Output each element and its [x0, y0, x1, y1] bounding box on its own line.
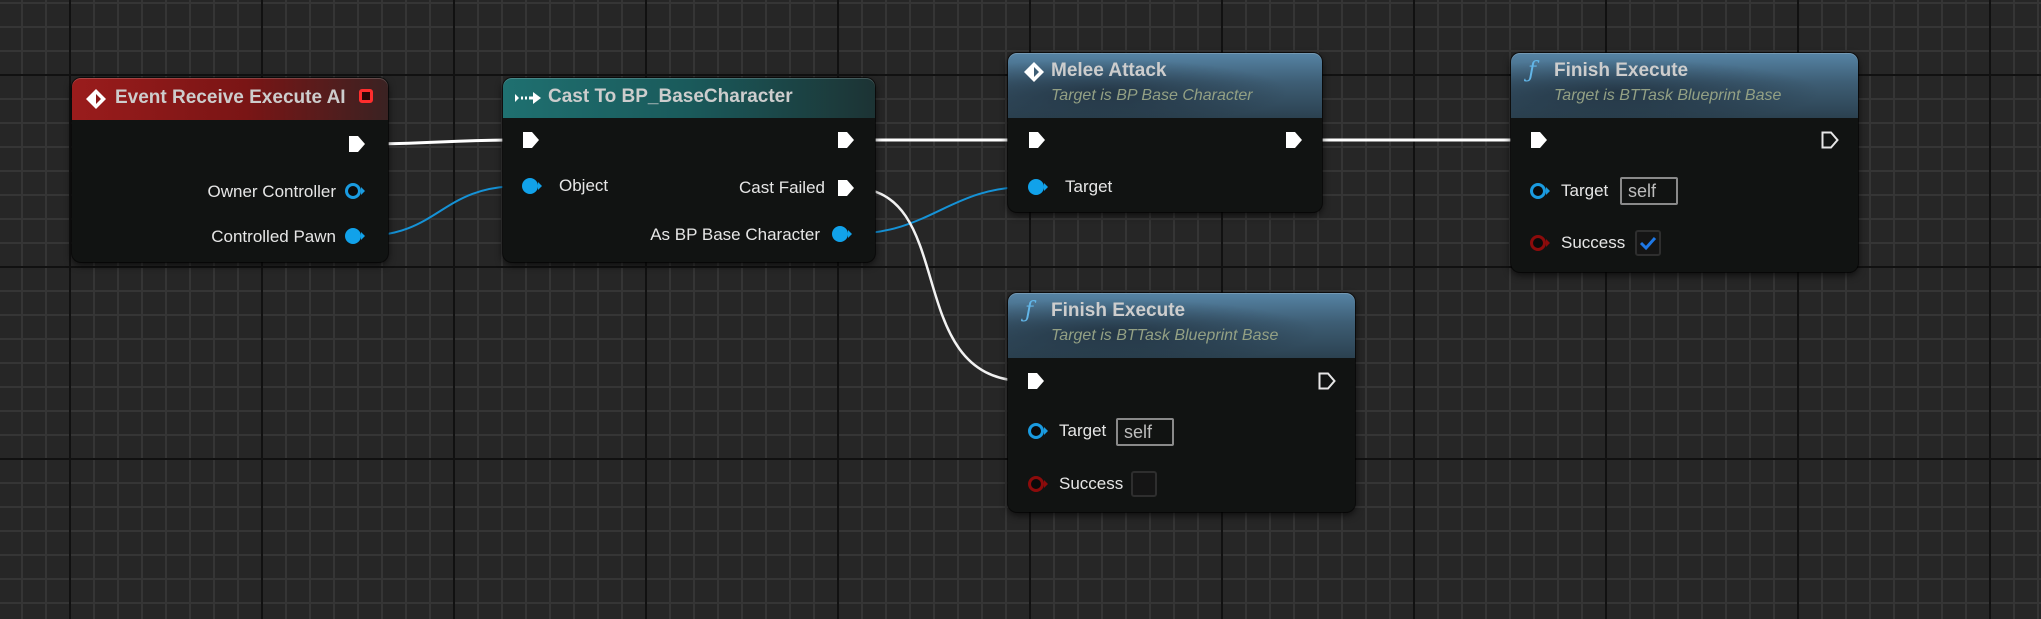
- pin-label-success: Success: [1561, 233, 1626, 252]
- exec-wire-event-to-cast: [364, 138, 521, 146]
- node-subtitle: Target is BP Base Character: [1051, 87, 1253, 104]
- pin-label-target: Target: [1561, 181, 1609, 200]
- exec-in-pin[interactable]: [1027, 130, 1047, 150]
- object-pin-controlled-pawn[interactable]: [344, 227, 366, 245]
- pin-label-controlled-pawn: Controlled Pawn: [211, 227, 336, 246]
- object-wire-asbp-to-target: [849, 186, 1028, 235]
- object-pin-as-bp-base-character[interactable]: [831, 225, 853, 243]
- node-title: Finish Execute: [1554, 60, 1689, 81]
- bool-pin-success[interactable]: [1529, 234, 1551, 252]
- target-self-field[interactable]: self: [1116, 418, 1174, 446]
- pin-label-as-bp-base-character: As BP Base Character: [650, 225, 820, 244]
- pin-label-target: Target: [1059, 421, 1107, 440]
- node-finish-execute-lower[interactable]: ƒ Finish Execute Target is BTTask Bluepr…: [1008, 293, 1355, 512]
- exec-out-pin[interactable]: [1820, 130, 1840, 150]
- node-header: [1008, 293, 1355, 358]
- function-icon: ƒ: [1025, 298, 1034, 323]
- pin-label-success: Success: [1059, 474, 1124, 493]
- node-subtitle: Target is BTTask Blueprint Base: [1554, 87, 1782, 104]
- node-title: Melee Attack: [1051, 60, 1167, 81]
- exec-out-pin-cast-failed[interactable]: [836, 178, 856, 198]
- object-pin-owner-controller[interactable]: [344, 182, 366, 200]
- node-header: [503, 78, 875, 118]
- object-pin-target[interactable]: [1027, 178, 1049, 196]
- node-melee-attack[interactable]: Melee Attack Target is BP Base Character…: [1008, 53, 1322, 212]
- node-header: [1511, 53, 1858, 118]
- node-title: Cast To BP_BaseCharacter: [548, 86, 793, 107]
- object-pin-target[interactable]: [1027, 422, 1049, 440]
- object-pin-object[interactable]: [521, 177, 543, 195]
- pin-label-owner-controller: Owner Controller: [207, 182, 337, 201]
- target-self-field[interactable]: self: [1620, 177, 1678, 205]
- exec-out-pin[interactable]: [1317, 371, 1337, 391]
- node-finish-execute-upper[interactable]: ƒ Finish Execute Target is BTTask Bluepr…: [1511, 53, 1858, 272]
- pin-label-target: Target: [1065, 177, 1113, 196]
- exec-out-pin[interactable]: [1284, 130, 1304, 150]
- exec-in-pin[interactable]: [1026, 371, 1046, 391]
- node-subtitle: Target is BTTask Blueprint Base: [1051, 327, 1279, 344]
- success-checkbox[interactable]: [1635, 230, 1661, 256]
- event-diamond-icon: [1024, 62, 1044, 82]
- pin-label-object: Object: [559, 176, 609, 195]
- bool-pin-success[interactable]: [1027, 475, 1049, 493]
- function-icon: ƒ: [1528, 58, 1537, 83]
- node-title: Event Receive Execute AI: [115, 87, 346, 108]
- node-header: [72, 78, 388, 120]
- exec-in-pin[interactable]: [521, 130, 541, 150]
- event-diamond-icon: [86, 89, 106, 109]
- success-checkbox[interactable]: [1131, 471, 1157, 497]
- exec-out-pin[interactable]: [836, 130, 856, 150]
- cast-arrow-icon: [515, 92, 541, 104]
- node-event-receive-execute-ai[interactable]: Event Receive Execute AI Owner Controlle…: [72, 78, 388, 262]
- object-pin-target[interactable]: [1529, 182, 1551, 200]
- exec-out-pin[interactable]: [347, 134, 367, 154]
- node-cast-to-bp-basecharacter[interactable]: Cast To BP_BaseCharacter Object Cast Fai…: [503, 78, 875, 262]
- node-title: Finish Execute: [1051, 300, 1186, 321]
- exec-wire-castfailed-to-finish: [851, 186, 1027, 383]
- stop-icon[interactable]: [359, 89, 373, 103]
- exec-in-pin[interactable]: [1529, 130, 1549, 150]
- pin-label-cast-failed: Cast Failed: [739, 178, 825, 197]
- node-header: [1008, 53, 1322, 118]
- checkmark-icon: [1639, 236, 1657, 251]
